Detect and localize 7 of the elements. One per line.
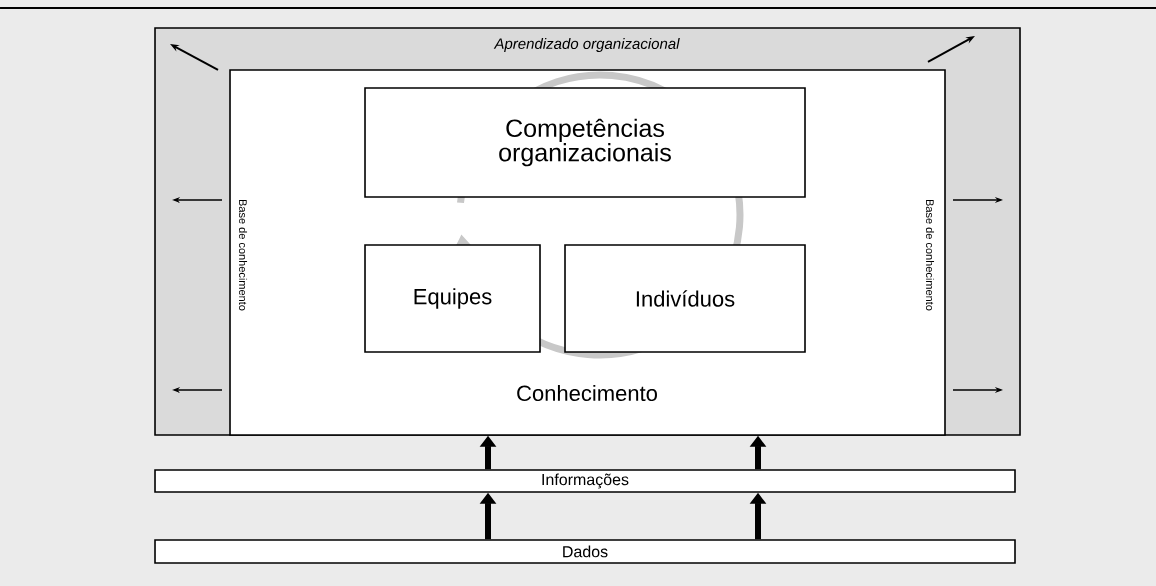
process-box: Equipes [364,244,541,353]
process-box: Informações [154,469,1016,493]
vertical-label: Base de conhecimento [238,199,248,311]
vertical-label: Base de conhecimento [925,199,935,311]
process-box: Indivíduos [564,244,806,353]
process-box: Competências organizacionais [364,87,806,198]
process-box: Dados [154,539,1016,564]
